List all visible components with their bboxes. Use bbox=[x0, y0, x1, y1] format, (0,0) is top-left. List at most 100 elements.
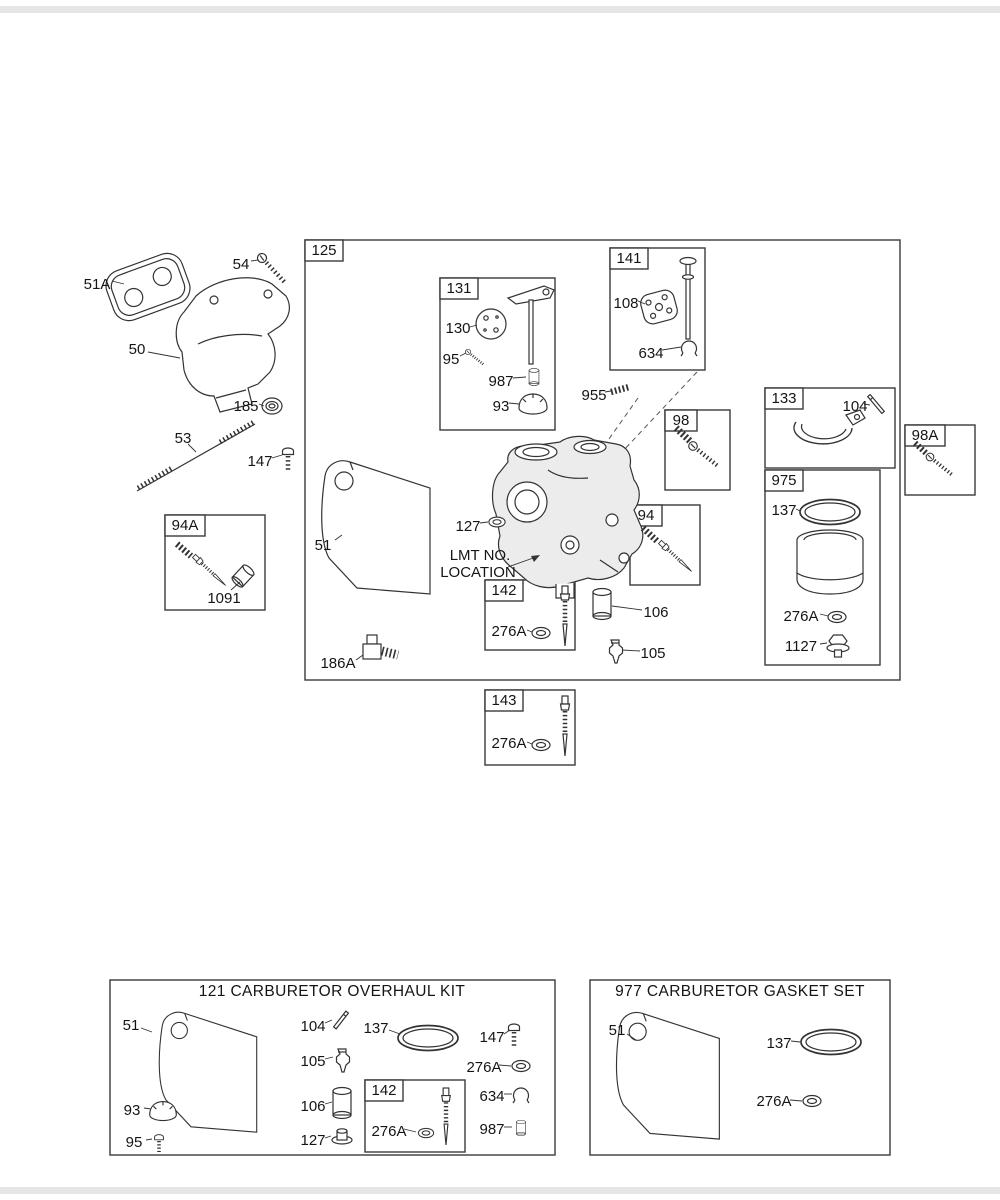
spring-955 bbox=[610, 383, 630, 396]
box-label-141: 141 bbox=[616, 250, 641, 267]
box-125: 125 bbox=[304, 239, 901, 681]
kit-callout-634: 634 bbox=[479, 1088, 504, 1105]
kit142-callout-276A: 276A bbox=[371, 1123, 406, 1140]
idle-screw-98A bbox=[924, 451, 955, 477]
callout-50: 50 bbox=[129, 341, 146, 358]
callout-276A-143: 276A bbox=[491, 735, 526, 752]
throttle-shaft bbox=[506, 285, 555, 365]
set-callout-137: 137 bbox=[766, 1035, 791, 1052]
gasket-51 bbox=[321, 460, 431, 595]
screw-54 bbox=[255, 253, 289, 282]
bolt-1127 bbox=[826, 634, 850, 658]
nut-185 bbox=[261, 397, 283, 415]
kit142-needle bbox=[442, 1088, 451, 1145]
box-label-98: 98 bbox=[673, 412, 690, 429]
needle-94 bbox=[656, 537, 696, 576]
washer-276A-142 bbox=[531, 626, 551, 640]
box-label-143: 143 bbox=[491, 692, 516, 709]
box-label-94A: 94A bbox=[172, 517, 199, 534]
choke-lever-133 bbox=[793, 409, 866, 445]
box-label-98A: 98A bbox=[912, 427, 939, 444]
callout-147: 147 bbox=[247, 453, 272, 470]
pin-104 bbox=[866, 393, 886, 415]
kit-callout-137: 137 bbox=[363, 1020, 388, 1037]
callout-53: 53 bbox=[175, 430, 192, 447]
callout-105: 105 bbox=[640, 645, 665, 662]
carburetor-body bbox=[491, 435, 644, 599]
oring-137 bbox=[799, 498, 861, 526]
elbow-186A bbox=[362, 634, 400, 660]
spacer-987 bbox=[528, 368, 540, 386]
callout-186A: 186A bbox=[320, 655, 355, 672]
kit-screw-147 bbox=[509, 1024, 520, 1047]
kit-callout-127: 127 bbox=[300, 1132, 325, 1149]
callout-1127: 1127 bbox=[785, 638, 817, 655]
idle-screw-98 bbox=[689, 442, 718, 466]
kit-callout-93: 93 bbox=[124, 1102, 141, 1119]
assembly-dash-2 bbox=[603, 397, 639, 447]
screw-95 bbox=[463, 347, 485, 366]
pump-shaft bbox=[679, 256, 697, 340]
box-94A: 94A bbox=[164, 514, 266, 611]
callout-276A-975: 276A bbox=[783, 608, 818, 625]
box-label-125: 125 bbox=[311, 242, 336, 259]
spring-94 bbox=[640, 525, 660, 544]
screw-147 bbox=[283, 448, 294, 471]
spring-98A bbox=[912, 440, 930, 457]
set-callout-51: 51 bbox=[609, 1022, 626, 1039]
box-143: 143 bbox=[484, 689, 576, 766]
callout-93: 93 bbox=[493, 398, 510, 415]
callout-185: 185 bbox=[233, 398, 258, 415]
box-gasket-set: 977 CARBURETOR GASKET SET bbox=[589, 979, 891, 1156]
lmt-arrow bbox=[507, 555, 540, 568]
assembly-dash-1 bbox=[621, 371, 698, 453]
box-label-975: 975 bbox=[771, 472, 796, 489]
kit-seat-93 bbox=[149, 1100, 177, 1122]
seat-1091 bbox=[231, 564, 255, 588]
set-oring-137 bbox=[800, 1028, 862, 1056]
callout-276A-142: 276A bbox=[491, 623, 526, 640]
kit-clip-634 bbox=[512, 1087, 530, 1104]
box-overhaul-kit: 121 CARBURETOR OVERHAUL KIT bbox=[109, 979, 556, 1156]
float-bowl bbox=[796, 529, 864, 595]
box-975: 975 bbox=[764, 469, 881, 666]
kit-callout-105: 105 bbox=[300, 1053, 325, 1070]
lmt-line1: LMT NO. bbox=[450, 547, 511, 564]
kit-callout-106: 106 bbox=[300, 1098, 325, 1115]
callout-987: 987 bbox=[488, 373, 513, 390]
box-label-133: 133 bbox=[771, 390, 796, 407]
callout-104: 104 bbox=[842, 398, 867, 415]
callout-labels: 51A 50 54 185 53 147 130 95 987 93 108 6… bbox=[84, 256, 868, 1151]
diaphragm-108 bbox=[640, 289, 678, 325]
top-border bbox=[0, 6, 1000, 13]
callout-108: 108 bbox=[613, 295, 638, 312]
kit142-washer-276A bbox=[417, 1127, 435, 1139]
kit-plug-127 bbox=[331, 1128, 353, 1145]
kit-callout-987: 987 bbox=[479, 1121, 504, 1138]
needle-valve-142 bbox=[561, 586, 570, 646]
kit-callout-147: 147 bbox=[479, 1029, 504, 1046]
washer-276A-975 bbox=[827, 610, 847, 624]
callout-634: 634 bbox=[638, 345, 663, 362]
callout-955: 955 bbox=[581, 387, 606, 404]
kit-callout-95: 95 bbox=[126, 1134, 143, 1151]
box-98A: 98A bbox=[904, 424, 976, 496]
gasket-set-title: 977 CARBURETOR GASKET SET bbox=[615, 983, 865, 1000]
kit-box-142: 142 bbox=[364, 1079, 466, 1153]
box-141: 141 bbox=[609, 247, 706, 371]
leader-lines bbox=[111, 259, 871, 1141]
set-gasket-51 bbox=[615, 1011, 720, 1140]
callout-130: 130 bbox=[445, 320, 470, 337]
lmt-line2: LOCATION bbox=[440, 564, 516, 581]
kit-filter-106 bbox=[332, 1086, 352, 1120]
clip-634 bbox=[680, 340, 698, 357]
kit-washer-276A bbox=[511, 1059, 531, 1073]
callout-54: 54 bbox=[233, 256, 250, 273]
callout-1091: 1091 bbox=[207, 590, 240, 607]
callout-137: 137 bbox=[771, 502, 796, 519]
set-washer-276A bbox=[802, 1094, 822, 1108]
spring-98 bbox=[673, 425, 693, 444]
kit-callout-51: 51 bbox=[123, 1017, 140, 1034]
callout-127: 127 bbox=[455, 518, 480, 535]
